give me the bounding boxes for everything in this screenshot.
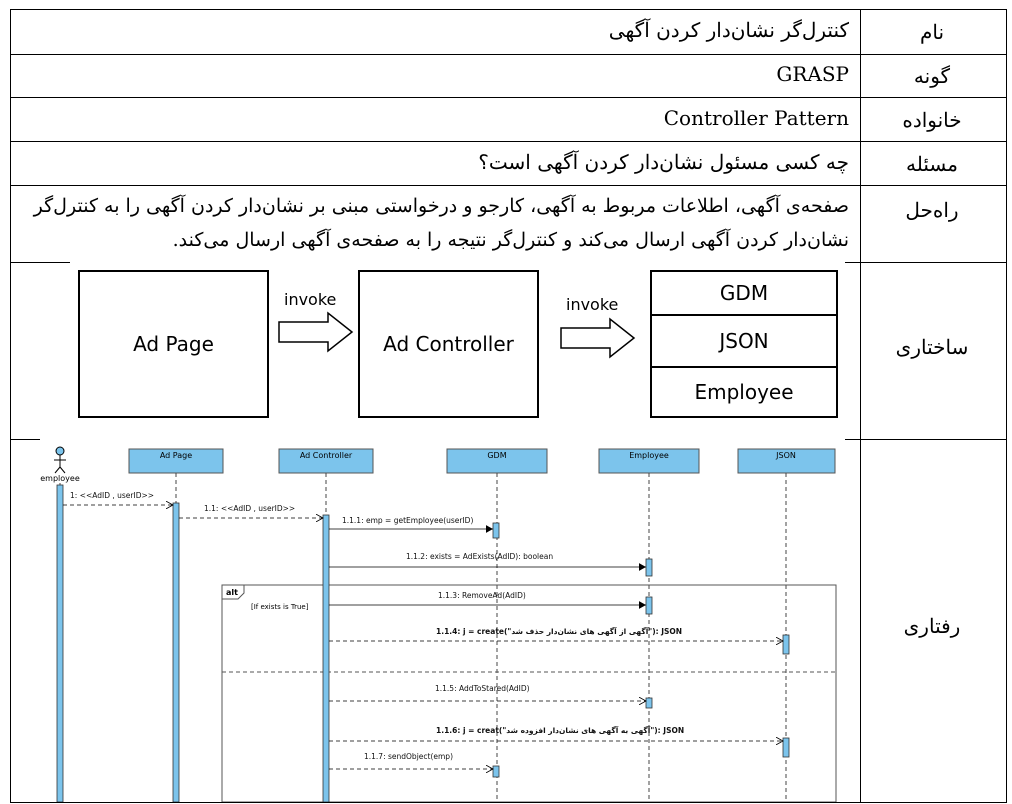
fragment-guard: [If exists is True] xyxy=(251,603,309,611)
invoke-label: invoke xyxy=(566,295,619,314)
activation-bar xyxy=(645,558,653,577)
message-label: 1.1.1: emp = getEmployee(userID) xyxy=(342,516,473,525)
value-family: Controller Pattern xyxy=(663,106,849,130)
activation-bar xyxy=(782,737,790,758)
arrow-right-icon xyxy=(278,311,354,353)
lifeline-head xyxy=(278,448,374,474)
row-divider xyxy=(10,97,1006,98)
message-label: 1.1.3: RemoveAd(AdID) xyxy=(438,591,526,600)
value-solution-line2: نشان‌دار کردن آگهی ارسال می‌کند و کنترل‌… xyxy=(172,229,849,251)
message-label: 1.1.7: sendObject(emp) xyxy=(364,752,453,761)
column-divider xyxy=(860,9,861,803)
activation-bar xyxy=(322,514,330,802)
fragment-operator: alt xyxy=(226,588,238,597)
activation-bar xyxy=(56,484,64,802)
message-label: 1.1.6: j = creat("آگهی به آگهی های نشان‌… xyxy=(436,725,684,735)
lifeline-head xyxy=(446,448,548,474)
table-top-border xyxy=(10,9,1006,10)
lifeline-label: Ad Page xyxy=(160,451,192,460)
activation-bar xyxy=(492,765,500,778)
message-label: 1.1: <<AdID , userID>> xyxy=(204,504,295,513)
lifeline-head xyxy=(737,448,836,474)
employee-box: Employee xyxy=(650,366,838,418)
label-type: گونه xyxy=(913,64,951,88)
row-divider xyxy=(10,141,1006,142)
actor-icon xyxy=(54,446,66,474)
fragment-tab xyxy=(221,584,245,600)
row-divider xyxy=(845,262,1006,263)
gdm-box: GDM xyxy=(650,270,838,316)
value-solution-line1: صفحه‌ی آگهی، اطلاعات مربوط به آگهی، کارج… xyxy=(33,195,849,217)
row-divider xyxy=(845,439,1006,440)
label-family: خانواده xyxy=(902,108,962,132)
lifeline-label: Employee xyxy=(629,451,669,460)
label-structural: ساختاری xyxy=(895,335,969,359)
lifeline-head xyxy=(598,448,700,474)
lifeline-head xyxy=(128,448,224,474)
label-name: نام xyxy=(919,20,945,44)
activation-bar xyxy=(172,502,180,802)
label-problem: مسئله xyxy=(906,152,958,176)
ad-controller-box: Ad Controller xyxy=(358,270,539,418)
message-label: 1.1.4: j = create("آگهی از آگهی های نشان… xyxy=(436,626,682,636)
row-divider xyxy=(10,262,70,263)
message-label: 1.1.5: AddToStared(AdID) xyxy=(435,684,530,693)
sequence-diagram: employee Ad Page Ad Controller GDM Emplo… xyxy=(40,446,837,802)
label-solution: راه‌حل xyxy=(905,198,959,222)
activation-bar xyxy=(645,596,653,615)
json-box: JSON xyxy=(650,314,838,368)
message-label: 1.1.2: exists = AdExists(AdID): boolean xyxy=(406,552,553,561)
arrow-right-icon xyxy=(560,317,636,359)
lifeline-label: GDM xyxy=(487,451,506,460)
activation-bar xyxy=(782,634,790,655)
value-name: کنترل‌گر نشان‌دار کردن آگهی xyxy=(608,18,849,42)
activation-bar xyxy=(492,522,500,539)
table-bottom-border xyxy=(10,802,1006,803)
table-right-border xyxy=(1006,9,1007,803)
table-left-border xyxy=(10,9,11,803)
row-divider xyxy=(10,54,1006,55)
ad-page-box: Ad Page xyxy=(78,270,269,418)
label-behavioral: رفتاری xyxy=(903,614,961,638)
value-type: GRASP xyxy=(776,62,849,86)
lifeline-label: Ad Controller xyxy=(300,451,353,460)
row-divider xyxy=(10,185,1006,186)
row-divider xyxy=(10,439,40,440)
message-label: 1: <<AdID , userID>> xyxy=(70,491,154,500)
invoke-label: invoke xyxy=(284,290,337,309)
actor-label: employee xyxy=(40,474,80,483)
lifeline-label: JSON xyxy=(775,451,796,460)
value-problem: چه کسی مسئول نشان‌دار کردن آگهی است؟ xyxy=(478,150,849,174)
alt-fragment xyxy=(221,584,837,802)
activation-bar xyxy=(645,697,653,709)
